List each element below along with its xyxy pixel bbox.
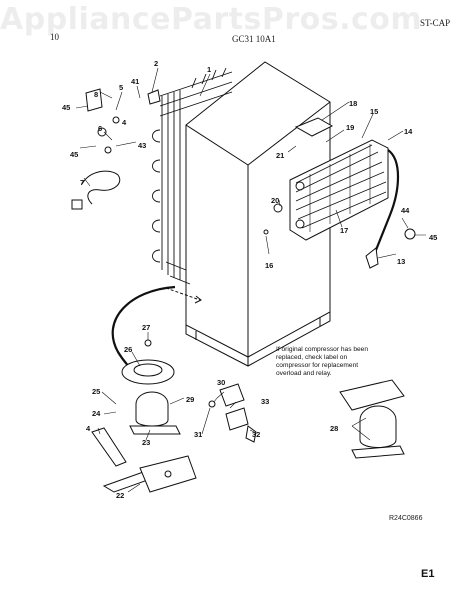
header-left: 10	[50, 32, 59, 42]
evaporator-coil	[289, 139, 389, 241]
replacement-compressor	[339, 379, 405, 459]
drain-pan	[121, 359, 175, 385]
callout: 4	[122, 118, 127, 127]
page-label: E1	[421, 568, 435, 580]
condenser-coil	[152, 67, 233, 285]
mounting-bracket	[91, 427, 127, 467]
callout: 29	[186, 395, 194, 404]
header-model: GC31 10A1	[232, 34, 276, 44]
callout: 5	[119, 83, 123, 92]
callout: 45	[429, 233, 437, 242]
callout: 28	[330, 424, 338, 433]
callout: 41	[131, 77, 139, 86]
bracket-2	[147, 89, 161, 105]
callout: 32	[252, 430, 260, 439]
callout: 20	[271, 196, 279, 205]
callout: 30	[217, 378, 225, 387]
callout: 22	[116, 491, 124, 500]
callout: 18	[349, 99, 357, 108]
callout: 44	[401, 206, 410, 215]
refrigerator-cabinet	[185, 61, 331, 367]
callout: 45	[62, 103, 70, 112]
callout: 21	[276, 151, 284, 160]
callout: 16	[265, 261, 273, 270]
callout: 4	[86, 424, 91, 433]
callout: 6	[98, 124, 102, 133]
callout: 13	[397, 257, 405, 266]
callout: 14	[404, 127, 413, 136]
callout: 26	[124, 345, 132, 354]
callout: 15	[370, 107, 378, 116]
callout: 31	[194, 430, 202, 439]
compressor	[129, 391, 181, 435]
callout: 8	[94, 90, 98, 99]
callout: 43	[138, 141, 146, 150]
callout: 25	[92, 387, 100, 396]
bracket-18	[294, 117, 334, 137]
callout: 2	[154, 59, 158, 68]
callout: 19	[346, 123, 354, 132]
watermark: AppliancePartsPros.com	[0, 2, 423, 37]
callout: 1	[207, 65, 211, 74]
callout: 33	[261, 397, 269, 406]
overload	[225, 407, 249, 431]
relay	[219, 383, 245, 407]
callout: 23	[142, 438, 150, 447]
reference-code: R24C0866	[389, 515, 423, 522]
header-right: ST-CAP	[420, 18, 451, 28]
relay-bracket	[85, 88, 103, 112]
compressor-note: If original compressor has been replaced…	[276, 346, 368, 377]
base-rail	[102, 455, 197, 493]
callout-labels: 1 2 41 8 5 45 6 4 45 43 7 18 15 14 19 21…	[62, 59, 437, 500]
power-cord	[81, 170, 121, 205]
callout: 7	[80, 178, 84, 187]
dashed-arrow	[165, 287, 201, 301]
callout: 17	[340, 226, 348, 235]
callout: 45	[70, 150, 78, 159]
callout: 27	[142, 323, 150, 332]
callout: 24	[92, 409, 101, 418]
